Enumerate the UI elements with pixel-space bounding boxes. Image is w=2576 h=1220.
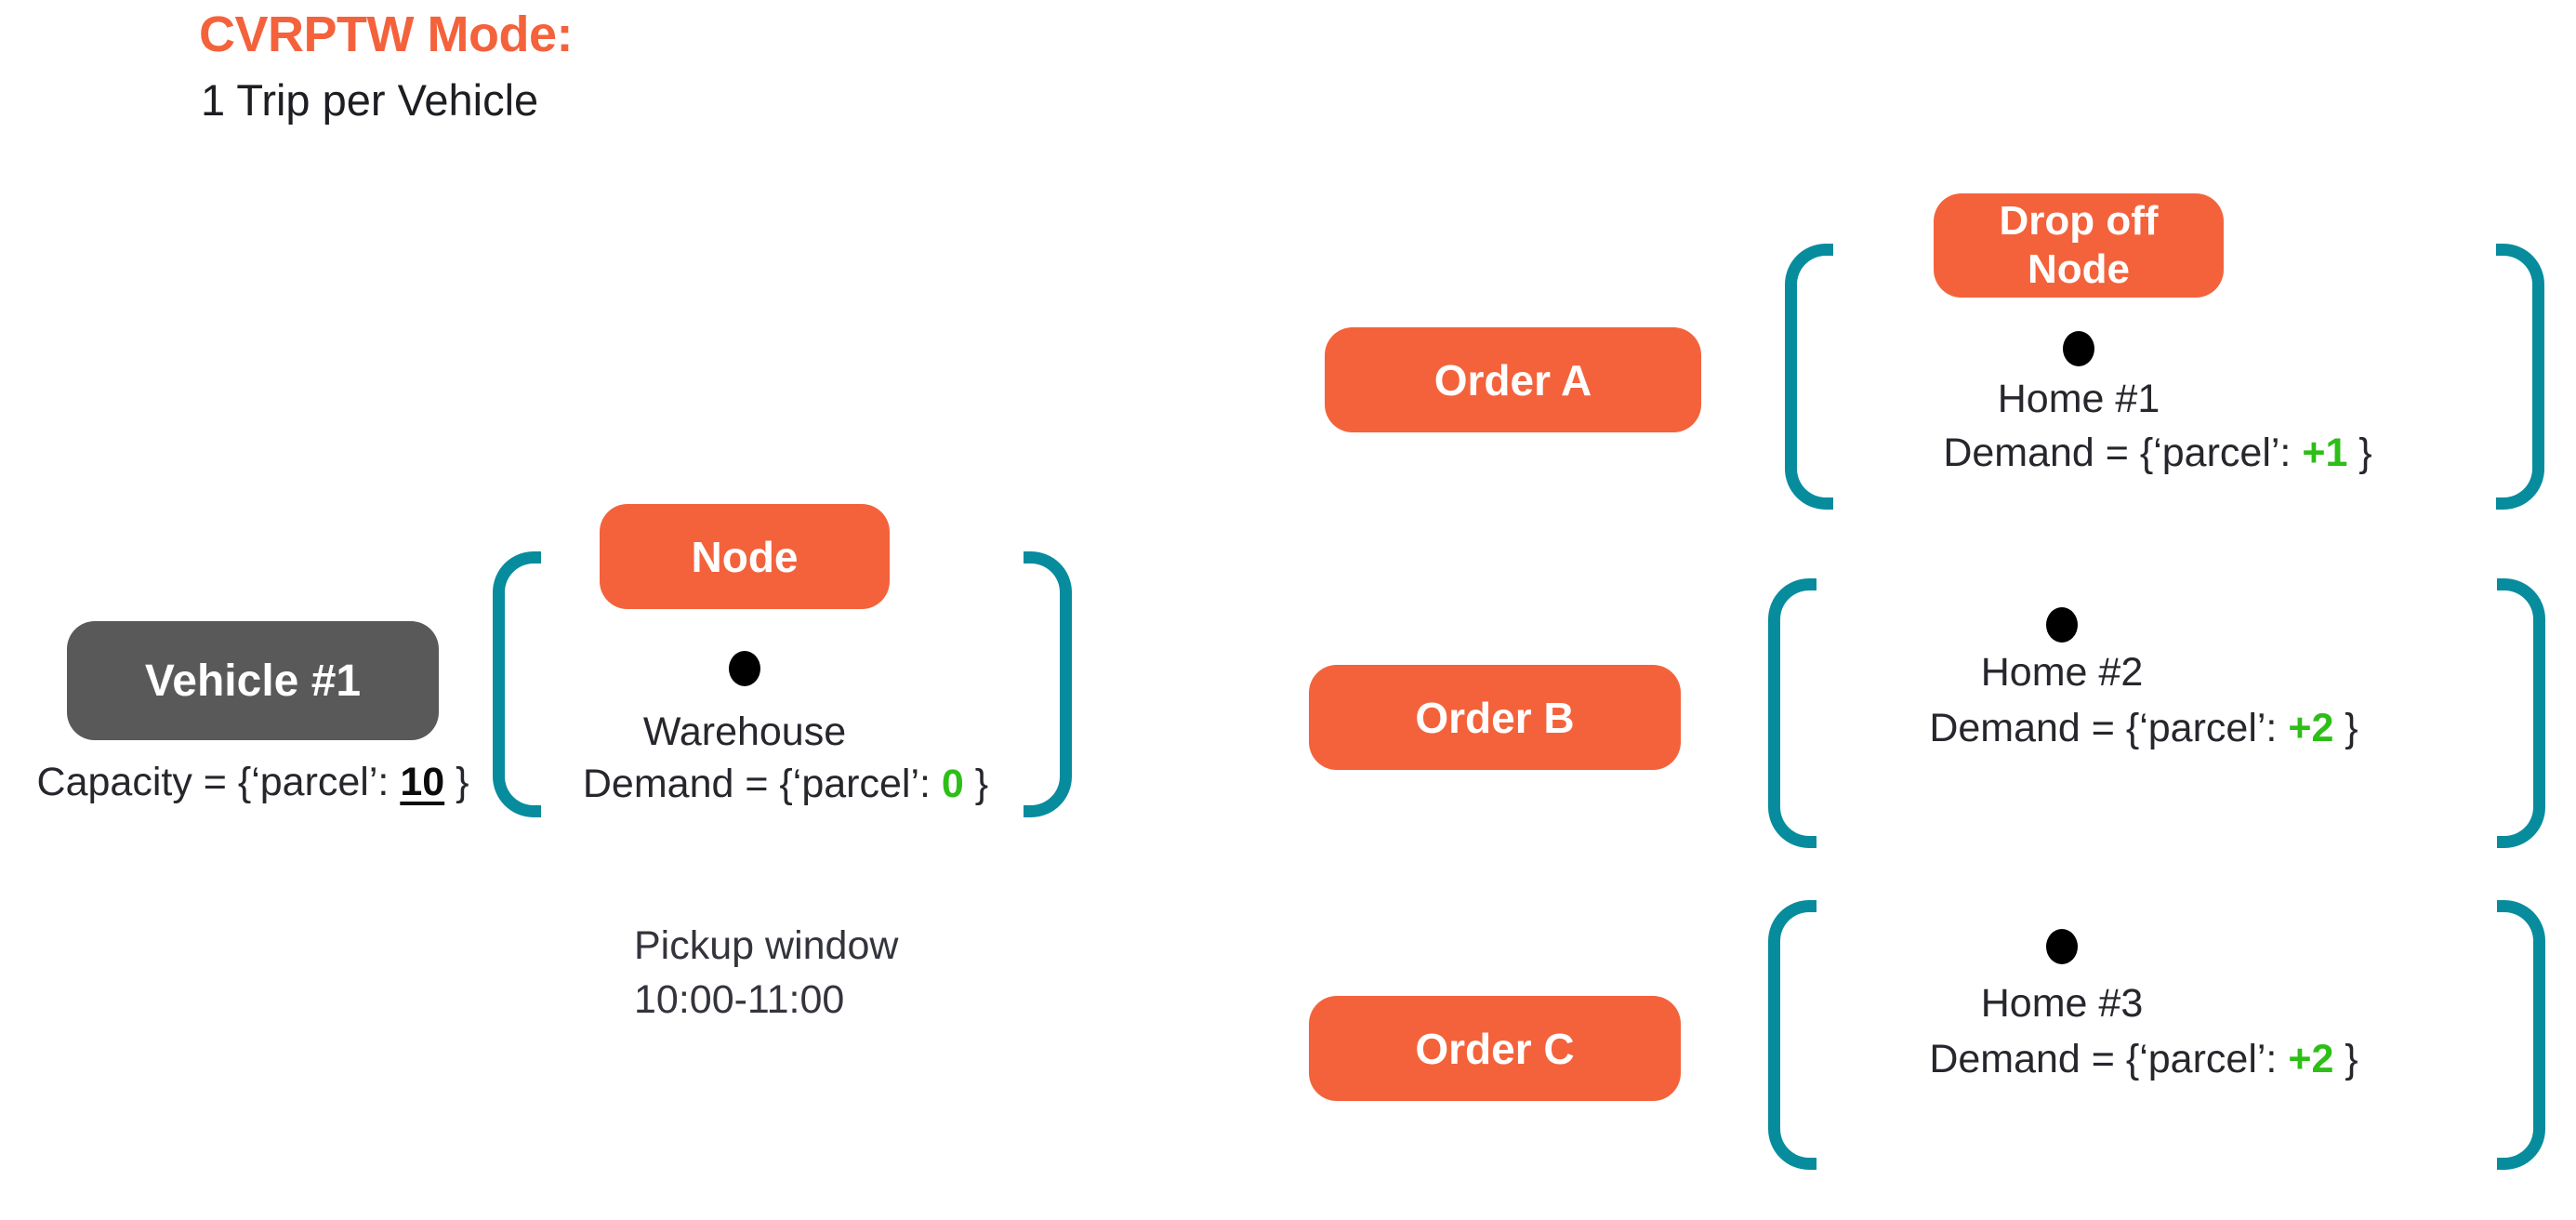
dropoff-node-badge: Drop off Node [1934, 193, 2224, 298]
vehicle-capacity-line: Capacity = {‘parcel’: 10 } [20, 760, 485, 804]
order-c-bracket-right [2497, 900, 2545, 1170]
depot-demand-line: Demand = {‘parcel’: 0 } [553, 762, 1018, 806]
order-b-demand-line: Demand = {‘parcel’: +2 } [1911, 706, 2376, 750]
depot-node-dot-icon [729, 651, 760, 686]
order-b-bracket-right [2497, 578, 2545, 848]
order-c-demand-line: Demand = {‘parcel’: +2 } [1911, 1037, 2376, 1081]
diagram-title: CVRPTW Mode: [199, 7, 573, 62]
order-b-demand-suffix: } [2333, 706, 2358, 750]
order-a-demand-suffix: } [2347, 431, 2372, 475]
depot-demand-prefix: Demand = {‘parcel’: [582, 762, 942, 806]
order-c-badge: Order C [1309, 996, 1681, 1101]
depot-demand-suffix: } [963, 762, 989, 806]
capacity-prefix: Capacity = {‘parcel’: [36, 760, 401, 804]
diagram-subtitle: 1 Trip per Vehicle [201, 75, 539, 125]
order-a-node-dot-icon [2063, 331, 2094, 366]
order-a-demand-line: Demand = {‘parcel’: +1 } [1925, 431, 2390, 475]
order-a-demand-value: +1 [2302, 431, 2348, 475]
order-c-node-dot-icon [2046, 929, 2078, 964]
node-badge: Node [600, 504, 890, 609]
order-a-badge: Order A [1325, 327, 1701, 432]
order-b-home: Home #2 [1980, 650, 2144, 695]
order-c-bracket-left [1768, 900, 1816, 1170]
order-b-demand-value: +2 [2288, 706, 2334, 750]
pickup-window-line1: Pickup window [634, 923, 899, 968]
order-a-bracket-left [1785, 244, 1833, 510]
order-b-badge: Order B [1309, 665, 1681, 770]
depot-bracket-left [493, 551, 541, 817]
capacity-value: 10 [400, 760, 445, 804]
order-b-node-dot-icon [2046, 607, 2078, 643]
order-a-demand-prefix: Demand = {‘parcel’: [1943, 431, 2303, 475]
depot-demand-value: 0 [941, 762, 964, 806]
order-c-demand-value: +2 [2288, 1037, 2334, 1081]
order-b-bracket-left [1768, 578, 1816, 848]
order-c-demand-prefix: Demand = {‘parcel’: [1929, 1037, 2289, 1081]
capacity-suffix: } [444, 760, 469, 804]
order-c-demand-suffix: } [2333, 1037, 2358, 1081]
order-c-home: Home #3 [1980, 981, 2144, 1026]
order-a-bracket-right [2496, 244, 2544, 510]
order-a-home: Home #1 [1997, 377, 2160, 421]
pickup-window-line2: 10:00-11:00 [634, 977, 845, 1022]
order-b-demand-prefix: Demand = {‘parcel’: [1929, 706, 2289, 750]
pickup-window-note: Pickup window 10:00-11:00 [634, 919, 898, 1027]
vehicle-badge: Vehicle #1 [67, 621, 439, 740]
depot-bracket-right [1024, 551, 1072, 817]
depot-name: Warehouse [642, 709, 847, 754]
